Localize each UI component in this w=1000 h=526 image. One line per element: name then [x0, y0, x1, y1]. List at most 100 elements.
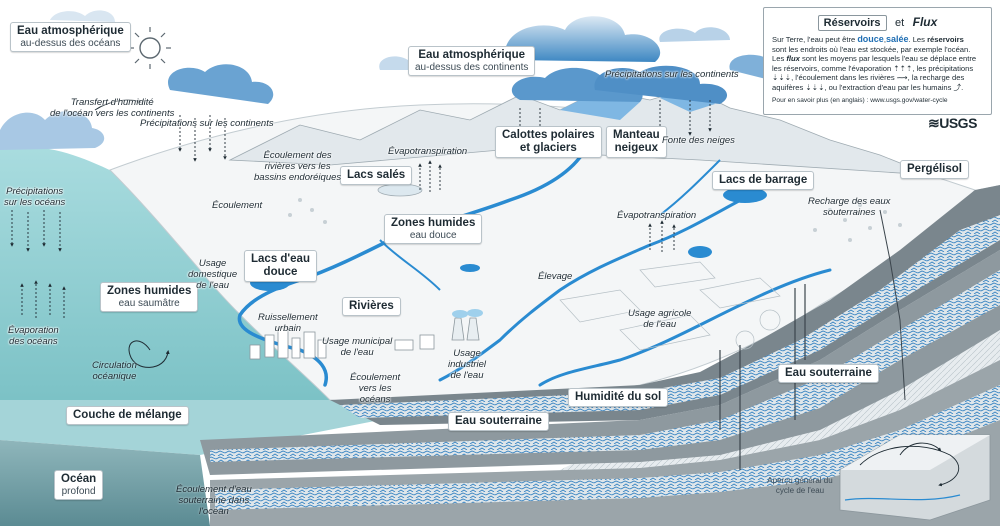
flux-line: Circulation — [92, 360, 137, 371]
legend-flux-title: Flux — [912, 15, 938, 29]
flux-evapotranspiration-1: Évapotranspiration — [388, 146, 467, 157]
legend-line: les réservoirs, comme l'évaporation ⇡⇡⇡,… — [772, 63, 974, 73]
flux-elevage: Élevage — [538, 271, 572, 282]
label-title-2: et glaciers — [519, 142, 577, 154]
flux-line: urbain — [274, 323, 302, 334]
legend-line: ⇣⇣⇣, l'écoulement dans les rivières ⟿, l… — [772, 73, 965, 83]
label-title: Lacs salés — [347, 169, 406, 181]
flux-line: souterraines — [823, 207, 876, 218]
flux-line: Écoulement — [212, 200, 263, 211]
label-title: Océan — [61, 473, 97, 485]
legend-line: . Les — [908, 35, 928, 44]
flux-line: bassins endoréiques — [254, 172, 342, 183]
label-title: Zones humides — [391, 217, 476, 229]
label-humidite-sol: Humidité du sol — [568, 388, 669, 407]
label-title: Calottes polaires — [502, 129, 595, 141]
flux-usage-agricole: Usage agricole de l'eau — [628, 308, 691, 330]
city — [249, 327, 435, 360]
flux-line: Écoulement — [350, 372, 401, 383]
legend-line: Sur Terre, l'eau peut être — [772, 35, 858, 44]
flux-fonte-neiges: Fonte des neiges — [662, 135, 735, 146]
label-manteau: Manteau neigeux — [606, 126, 667, 158]
rock-layer-mid — [200, 250, 1000, 475]
clouds — [0, 10, 770, 150]
label-sub: au-dessus des océans — [20, 38, 121, 49]
flux-line: Élevage — [538, 271, 573, 282]
farm-fields — [559, 261, 781, 351]
usgs-logo: ≋USGS — [928, 115, 977, 131]
flux-line: de l'océan vers les continents — [50, 108, 175, 119]
flux-line: l'océan — [198, 506, 229, 517]
label-title: Humidité du sol — [575, 391, 662, 403]
label-atmo-ocean: Eau atmosphérique au-dessus des océans — [10, 22, 131, 52]
flux-line: Précipitations sur les continents — [605, 69, 739, 80]
flux-line: des océans — [9, 336, 58, 347]
legend-flux-word: flux — [786, 54, 800, 64]
legend-box: Réservoirs et Flux Sur Terre, l'eau peut… — [763, 7, 992, 115]
label-title: Eau atmosphérique — [418, 49, 526, 61]
label-title: Lacs d'eau — [251, 253, 310, 265]
wells — [719, 284, 806, 470]
precipitation-arrows — [10, 100, 712, 252]
legend-line: Les — [772, 54, 787, 64]
legend-reservoirs-word: réservoirs — [927, 35, 964, 44]
flux-evapotranspiration-2: Évapotranspiration — [617, 210, 696, 221]
legend-header: Réservoirs et Flux — [772, 13, 983, 31]
flux-precip-cont-right: Précipitations sur les continents — [605, 69, 739, 80]
label-lacs-sales: Lacs salés — [340, 166, 413, 185]
overview-inset — [839, 434, 991, 521]
flux-line: océanique — [92, 371, 137, 382]
label-ocean-profond: Océan profond — [54, 470, 104, 500]
flux-line: Écoulement des — [263, 150, 332, 161]
reservoir-lake — [723, 187, 767, 203]
flux-line: domestique — [188, 269, 238, 280]
label-eau-souterraine-right: Eau souterraine — [778, 364, 879, 383]
flux-line: Usage — [198, 258, 227, 269]
rock-layer-low — [210, 360, 1000, 526]
overview-caption: Aperçu général du cycle de l'eau — [767, 476, 833, 495]
flux-line: Usage — [453, 348, 481, 359]
label-title-2: douce — [263, 266, 298, 278]
flux-precip-ocean: Précipitations sur les océans — [4, 186, 65, 208]
transfer-arrow — [94, 99, 142, 111]
groundwater-band-3 — [215, 385, 1000, 510]
flux-precip-cont-left: Précipitations sur les continents — [140, 118, 274, 129]
river-east — [438, 188, 762, 382]
flux-usage-domestique: Usage domestique de l'eau — [188, 258, 237, 291]
label-couche-melange: Couche de mélange — [66, 406, 189, 425]
flux-line: Ruissellement — [258, 312, 318, 323]
label-sub: eau saumâtre — [118, 298, 180, 309]
flux-line: Fonte des neiges — [662, 135, 735, 146]
legend-line: aquifères ⇣⇣⇣, ou l'extraction d'eau par… — [772, 82, 964, 92]
industrial-towers — [451, 317, 480, 341]
flux-line: océans — [359, 394, 391, 405]
salt-lake — [377, 183, 423, 197]
label-title: Zones humides — [107, 285, 192, 297]
flux-usage-municipal: Usage municipal de l'eau — [322, 336, 392, 358]
label-lacs-douce: Lacs d'eau douce — [244, 250, 317, 282]
flux-line: Évapotranspiration — [617, 210, 697, 221]
label-title: Eau souterraine — [785, 367, 872, 379]
label-title: Lacs de barrage — [719, 174, 808, 186]
forest — [288, 198, 902, 242]
evaporation-arrows — [20, 160, 676, 318]
label-title-2: neigeux — [614, 142, 659, 154]
legend-et: et — [895, 17, 905, 29]
flux-line: Précipitations — [6, 186, 64, 197]
label-title: Eau souterraine — [455, 415, 542, 427]
flux-line: de l'eau — [643, 319, 677, 330]
flux-usage-industriel: Usage industriel de l'eau — [448, 348, 486, 381]
legend-line: sont les endroits où l'eau est stockée, … — [772, 44, 971, 54]
flux-line: de l'eau — [196, 280, 230, 291]
label-rivieres: Rivières — [342, 297, 401, 316]
legend-more-link[interactable]: Pour en savoir plus (en anglais) : www.u… — [772, 96, 948, 104]
label-zones-humides-saumatre: Zones humides eau saumâtre — [100, 282, 199, 312]
label-pergelisol: Pergélisol — [900, 160, 969, 179]
flux-line: vers les — [358, 383, 392, 394]
flux-line: rivières vers les — [264, 161, 331, 172]
label-title: Rivières — [349, 300, 394, 312]
flux-line: Précipitations sur les continents — [140, 118, 274, 129]
legend-douce: douce — [857, 34, 884, 44]
flux-evaporation-oceans: Évaporation des océans — [8, 325, 59, 347]
label-title: Manteau — [613, 129, 660, 141]
